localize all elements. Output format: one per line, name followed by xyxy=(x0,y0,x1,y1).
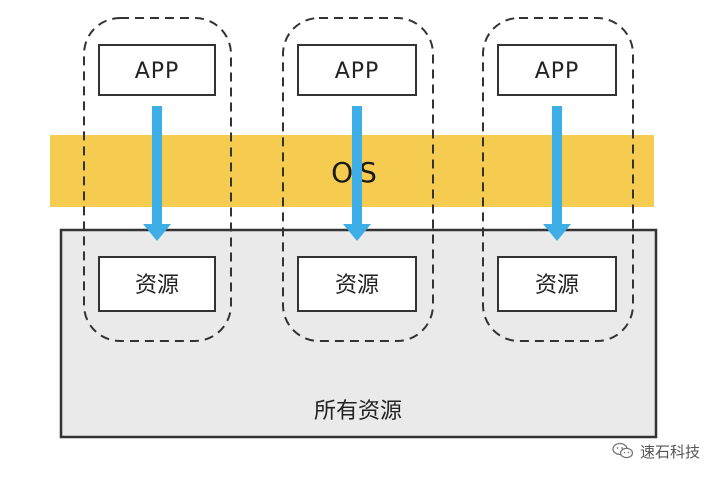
arrow-down-icon xyxy=(543,224,571,241)
column-container-dashed xyxy=(482,17,634,342)
watermark: 速石科技 xyxy=(612,440,700,462)
resource-box xyxy=(98,256,216,312)
arrow-shaft xyxy=(552,106,562,224)
app-box xyxy=(297,44,417,96)
watermark-text: 速石科技 xyxy=(639,442,700,461)
arrow-shaft xyxy=(152,106,162,224)
app-label: APP xyxy=(335,59,380,84)
app-box xyxy=(497,44,617,96)
app-column: APP 资源 xyxy=(482,17,634,342)
resource-label: 资源 xyxy=(535,273,579,298)
app-box xyxy=(98,44,216,96)
all-resources-label: 所有资源 xyxy=(314,399,402,424)
resource-label: 资源 xyxy=(335,273,379,298)
column-container-dashed xyxy=(83,17,232,342)
resource-label: 资源 xyxy=(135,273,179,298)
app-column: APP 资源 xyxy=(282,17,434,342)
app-column: APP 资源 xyxy=(83,17,232,342)
arrow-shaft xyxy=(352,106,362,224)
resource-box xyxy=(497,256,617,312)
wechat-icon xyxy=(612,442,634,460)
resource-box xyxy=(297,256,417,312)
arrow-down-icon xyxy=(143,224,171,241)
app-label: APP xyxy=(535,59,580,84)
app-label: APP xyxy=(135,59,180,84)
arrow-down-icon xyxy=(343,224,371,241)
column-container-dashed xyxy=(282,17,434,342)
